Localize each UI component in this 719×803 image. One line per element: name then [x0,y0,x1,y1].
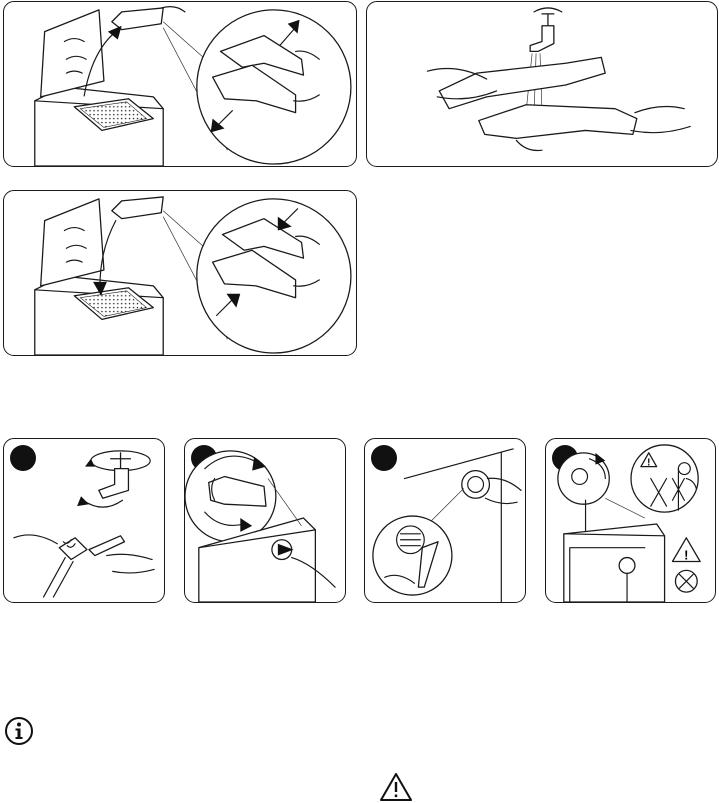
svg-text:!: ! [647,458,650,469]
figure-rinse-dispenser [366,1,718,167]
hose-unscrew-from-machine-illustration [185,439,345,602]
info-icon [4,716,34,746]
inlet-filter-cleaning-illustration [365,439,525,602]
svg-text:!: ! [684,548,688,563]
warning-triangle-icon [379,772,413,802]
dispenser-refit-illustration [4,191,356,355]
hose-reconnect-warning-illustration: ! ! [546,439,715,602]
dispenser-removal-illustration [4,2,356,166]
tap-unscrew-and-brush-filter-illustration [4,439,164,602]
hose-step-3 [364,438,526,603]
figure-remove-dispenser [3,1,357,167]
hose-step-4: ! ! [545,438,716,603]
figure-refit-dispenser [3,190,357,356]
dispenser-rinse-under-tap-illustration [367,2,717,166]
hose-step-2 [184,438,346,603]
hose-step-1 [3,438,165,603]
